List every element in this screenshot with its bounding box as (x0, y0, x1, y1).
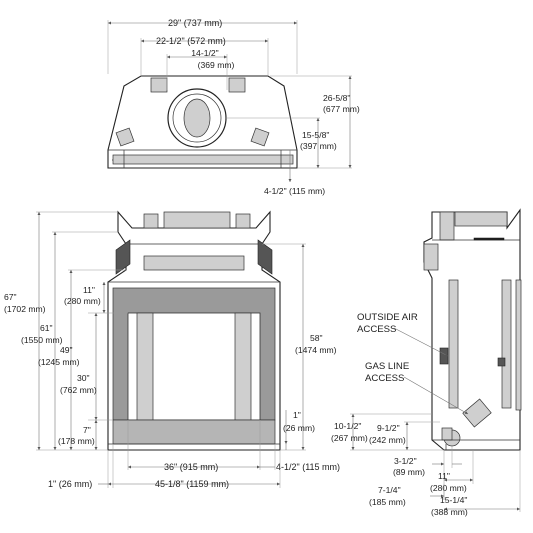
dim-front-height-61-a: 61" (40, 323, 53, 333)
dim-front-base-1-a: 1" (293, 410, 301, 420)
dim-side-15-b: (388 mm) (431, 507, 468, 517)
dim-front-height-30-a: 30" (77, 373, 90, 383)
label-gas-line-a: GAS LINE (365, 361, 409, 372)
label-outside-air-b: ACCESS (357, 324, 396, 335)
side-view: OUTSIDE AIR ACCESS GAS LINE ACCESS 10-1/… (331, 208, 522, 517)
dim-top-front-offset: 4-1/2" (115 mm) (264, 186, 325, 196)
dim-side-3-b: (89 mm) (393, 467, 425, 477)
dim-top-width: 29" (737 mm) (168, 18, 222, 28)
dim-top-depth-a: 26-5/8" (323, 93, 350, 103)
dim-front-height-61-b: (1550 mm) (21, 335, 63, 345)
dim-front-base-1-b: (26 mm) (283, 423, 315, 433)
dim-side-9-b: (242 mm) (369, 435, 406, 445)
dim-top-flue-center-a: 15-5/8" (302, 130, 329, 140)
front-view: 67" (1702 mm) 61" (1550 mm) 49" (1245 mm… (4, 210, 340, 489)
dim-front-height-30-b: (762 mm) (60, 385, 97, 395)
dim-front-opening-width: 36" (915 mm) (164, 462, 218, 472)
dim-front-height-11-b: (280 mm) (64, 296, 101, 306)
dim-top-mid-width: 22-1/2" (572 mm) (156, 36, 226, 46)
dim-side-7-a: 7-1/4" (378, 485, 401, 495)
dim-side-10-b: (267 mm) (331, 433, 368, 443)
dim-front-side-offset: 4-1/2" (115 mm) (276, 462, 340, 472)
dim-front-height-49-b: (1245 mm) (38, 357, 80, 367)
dim-top-flue-width-b: (369 mm) (198, 60, 235, 70)
dim-front-height-7-b: (178 mm) (58, 436, 95, 446)
dim-front-left-offset: 1" (26 mm) (48, 479, 92, 489)
dim-front-height-49-a: 49" (60, 345, 73, 355)
dim-front-height-7-a: 7" (83, 425, 91, 435)
dim-side-7-b: (185 mm) (369, 497, 406, 507)
dim-side-9-a: 9-1/2" (377, 423, 400, 433)
top-view: 29" (737 mm) 22-1/2" (572 mm) 14-1/2" (3… (107, 18, 360, 196)
dim-side-11-a: 11" (438, 471, 450, 481)
dim-top-flue-width-a: 14-1/2" (191, 48, 218, 58)
dim-side-15-a: 15-1/4" (440, 495, 467, 505)
dim-front-height-11-a: 11" (83, 285, 95, 295)
label-outside-air-a: OUTSIDE AIR (357, 312, 418, 323)
dim-front-height-58-b: (1474 mm) (295, 345, 337, 355)
label-gas-line-b: ACCESS (365, 373, 404, 384)
dim-top-depth-b: (677 mm) (323, 104, 360, 114)
dim-side-11-b: (280 mm) (430, 483, 467, 493)
dim-side-10-a: 10-1/2" (334, 421, 361, 431)
dim-side-3-a: 3-1/2" (394, 456, 417, 466)
dim-front-overall-width: 45-1/8" (1159 mm) (155, 479, 229, 489)
dim-front-height-58-a: 58" (310, 333, 323, 343)
dim-top-flue-center-b: (397 mm) (300, 141, 337, 151)
dim-front-overall-height-b: (1702 mm) (4, 304, 46, 314)
dim-front-overall-height-a: 67" (4, 292, 17, 302)
